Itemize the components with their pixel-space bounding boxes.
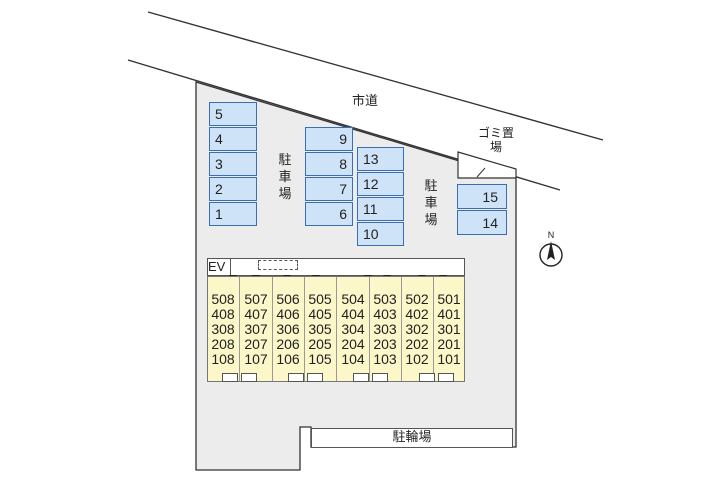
unit-door xyxy=(241,373,257,382)
unit-divider xyxy=(336,277,337,381)
unit-door xyxy=(372,373,388,382)
unit-number: 301 xyxy=(437,321,461,337)
unit-door xyxy=(438,373,454,382)
unit-number: 103 xyxy=(373,351,397,367)
unit-door xyxy=(307,373,323,382)
parking-space: 14 xyxy=(457,210,507,235)
unit-divider xyxy=(272,277,273,381)
unit-number: 403 xyxy=(373,306,397,322)
unit-number: 502 xyxy=(405,291,429,307)
unit-number: 405 xyxy=(308,306,332,322)
unit-number: 102 xyxy=(405,351,429,367)
unit-column: 507 407 307 207 107 xyxy=(240,292,272,367)
unit-column: 502 402 302 202 102 xyxy=(401,292,433,367)
unit-number: 408 xyxy=(211,306,235,322)
parking-space: 1 xyxy=(209,202,257,226)
unit-column: 505 405 305 205 105 xyxy=(304,292,336,367)
parking-space: 11 xyxy=(357,197,404,221)
unit-number: 208 xyxy=(211,336,235,352)
parking-space: 6 xyxy=(305,202,353,226)
unit-number: 108 xyxy=(211,351,235,367)
parking-space: 12 xyxy=(357,172,404,196)
unit-number: 106 xyxy=(276,351,300,367)
elevator-label: EV xyxy=(208,259,231,275)
corridor-dashed-area xyxy=(258,260,298,270)
unit-number: 206 xyxy=(276,336,300,352)
unit-number: 305 xyxy=(308,321,332,337)
road-label: 市道 xyxy=(352,94,379,109)
bicycle-parking: 駐輪場 xyxy=(311,428,513,448)
unit-number: 504 xyxy=(341,291,365,307)
garbage-mark xyxy=(476,167,486,178)
unit-number: 101 xyxy=(437,351,461,367)
garbage-area xyxy=(457,151,517,179)
unit-number: 303 xyxy=(373,321,397,337)
unit-column: 508 408 308 208 108 xyxy=(207,292,239,367)
unit-number: 107 xyxy=(244,351,268,367)
unit-number: 205 xyxy=(308,336,332,352)
unit-divider xyxy=(433,277,434,381)
unit-number: 402 xyxy=(405,306,429,322)
parking-space: 10 xyxy=(357,222,404,246)
unit-door xyxy=(288,373,304,382)
unit-number: 203 xyxy=(373,336,397,352)
unit-number: 401 xyxy=(437,306,461,322)
unit-number: 505 xyxy=(308,291,332,307)
unit-divider xyxy=(239,277,240,381)
unit-number: 308 xyxy=(211,321,235,337)
parking-space: 13 xyxy=(357,147,404,171)
road-edge-north xyxy=(147,11,604,141)
unit-number: 202 xyxy=(405,336,429,352)
parking-space: 15 xyxy=(457,184,507,209)
unit-number: 407 xyxy=(244,306,268,322)
parking-space: 5 xyxy=(209,102,257,126)
unit-column: 503 403 303 203 103 xyxy=(369,292,401,367)
unit-divider xyxy=(369,277,370,381)
parking-space: 8 xyxy=(305,152,353,176)
garbage-label: ゴミ置場 xyxy=(478,126,515,154)
unit-number: 304 xyxy=(341,321,365,337)
unit-number: 207 xyxy=(244,336,268,352)
parking-label-west: 駐車場 xyxy=(278,153,292,202)
unit-column: 504 404 304 204 104 xyxy=(337,292,369,367)
unit-column: 506 406 306 206 106 xyxy=(272,292,304,367)
north-arrow-icon: N xyxy=(539,230,563,267)
unit-door xyxy=(353,373,369,382)
unit-door xyxy=(419,373,435,382)
unit-divider xyxy=(304,277,305,381)
unit-column: 501 401 301 201 101 xyxy=(433,292,465,367)
compass-label: N xyxy=(548,230,555,240)
parking-space: 2 xyxy=(209,177,257,201)
unit-number: 506 xyxy=(276,291,300,307)
unit-number: 406 xyxy=(276,306,300,322)
unit-number: 302 xyxy=(405,321,429,337)
parking-space: 3 xyxy=(209,152,257,176)
unit-number: 508 xyxy=(211,291,235,307)
parking-space: 9 xyxy=(305,127,353,151)
parking-label-east: 駐車場 xyxy=(424,179,438,228)
parking-space: 4 xyxy=(209,127,257,151)
building-corridor xyxy=(207,258,465,276)
unit-number: 307 xyxy=(244,321,268,337)
unit-number: 204 xyxy=(341,336,365,352)
unit-number: 507 xyxy=(244,291,268,307)
unit-divider xyxy=(401,277,402,381)
unit-number: 105 xyxy=(308,351,332,367)
unit-number: 104 xyxy=(341,351,365,367)
unit-number: 503 xyxy=(373,291,397,307)
unit-number: 404 xyxy=(341,306,365,322)
unit-door xyxy=(222,373,238,382)
unit-number: 201 xyxy=(437,336,461,352)
unit-number: 501 xyxy=(437,291,461,307)
parking-space: 7 xyxy=(305,177,353,201)
unit-number: 306 xyxy=(276,321,300,337)
